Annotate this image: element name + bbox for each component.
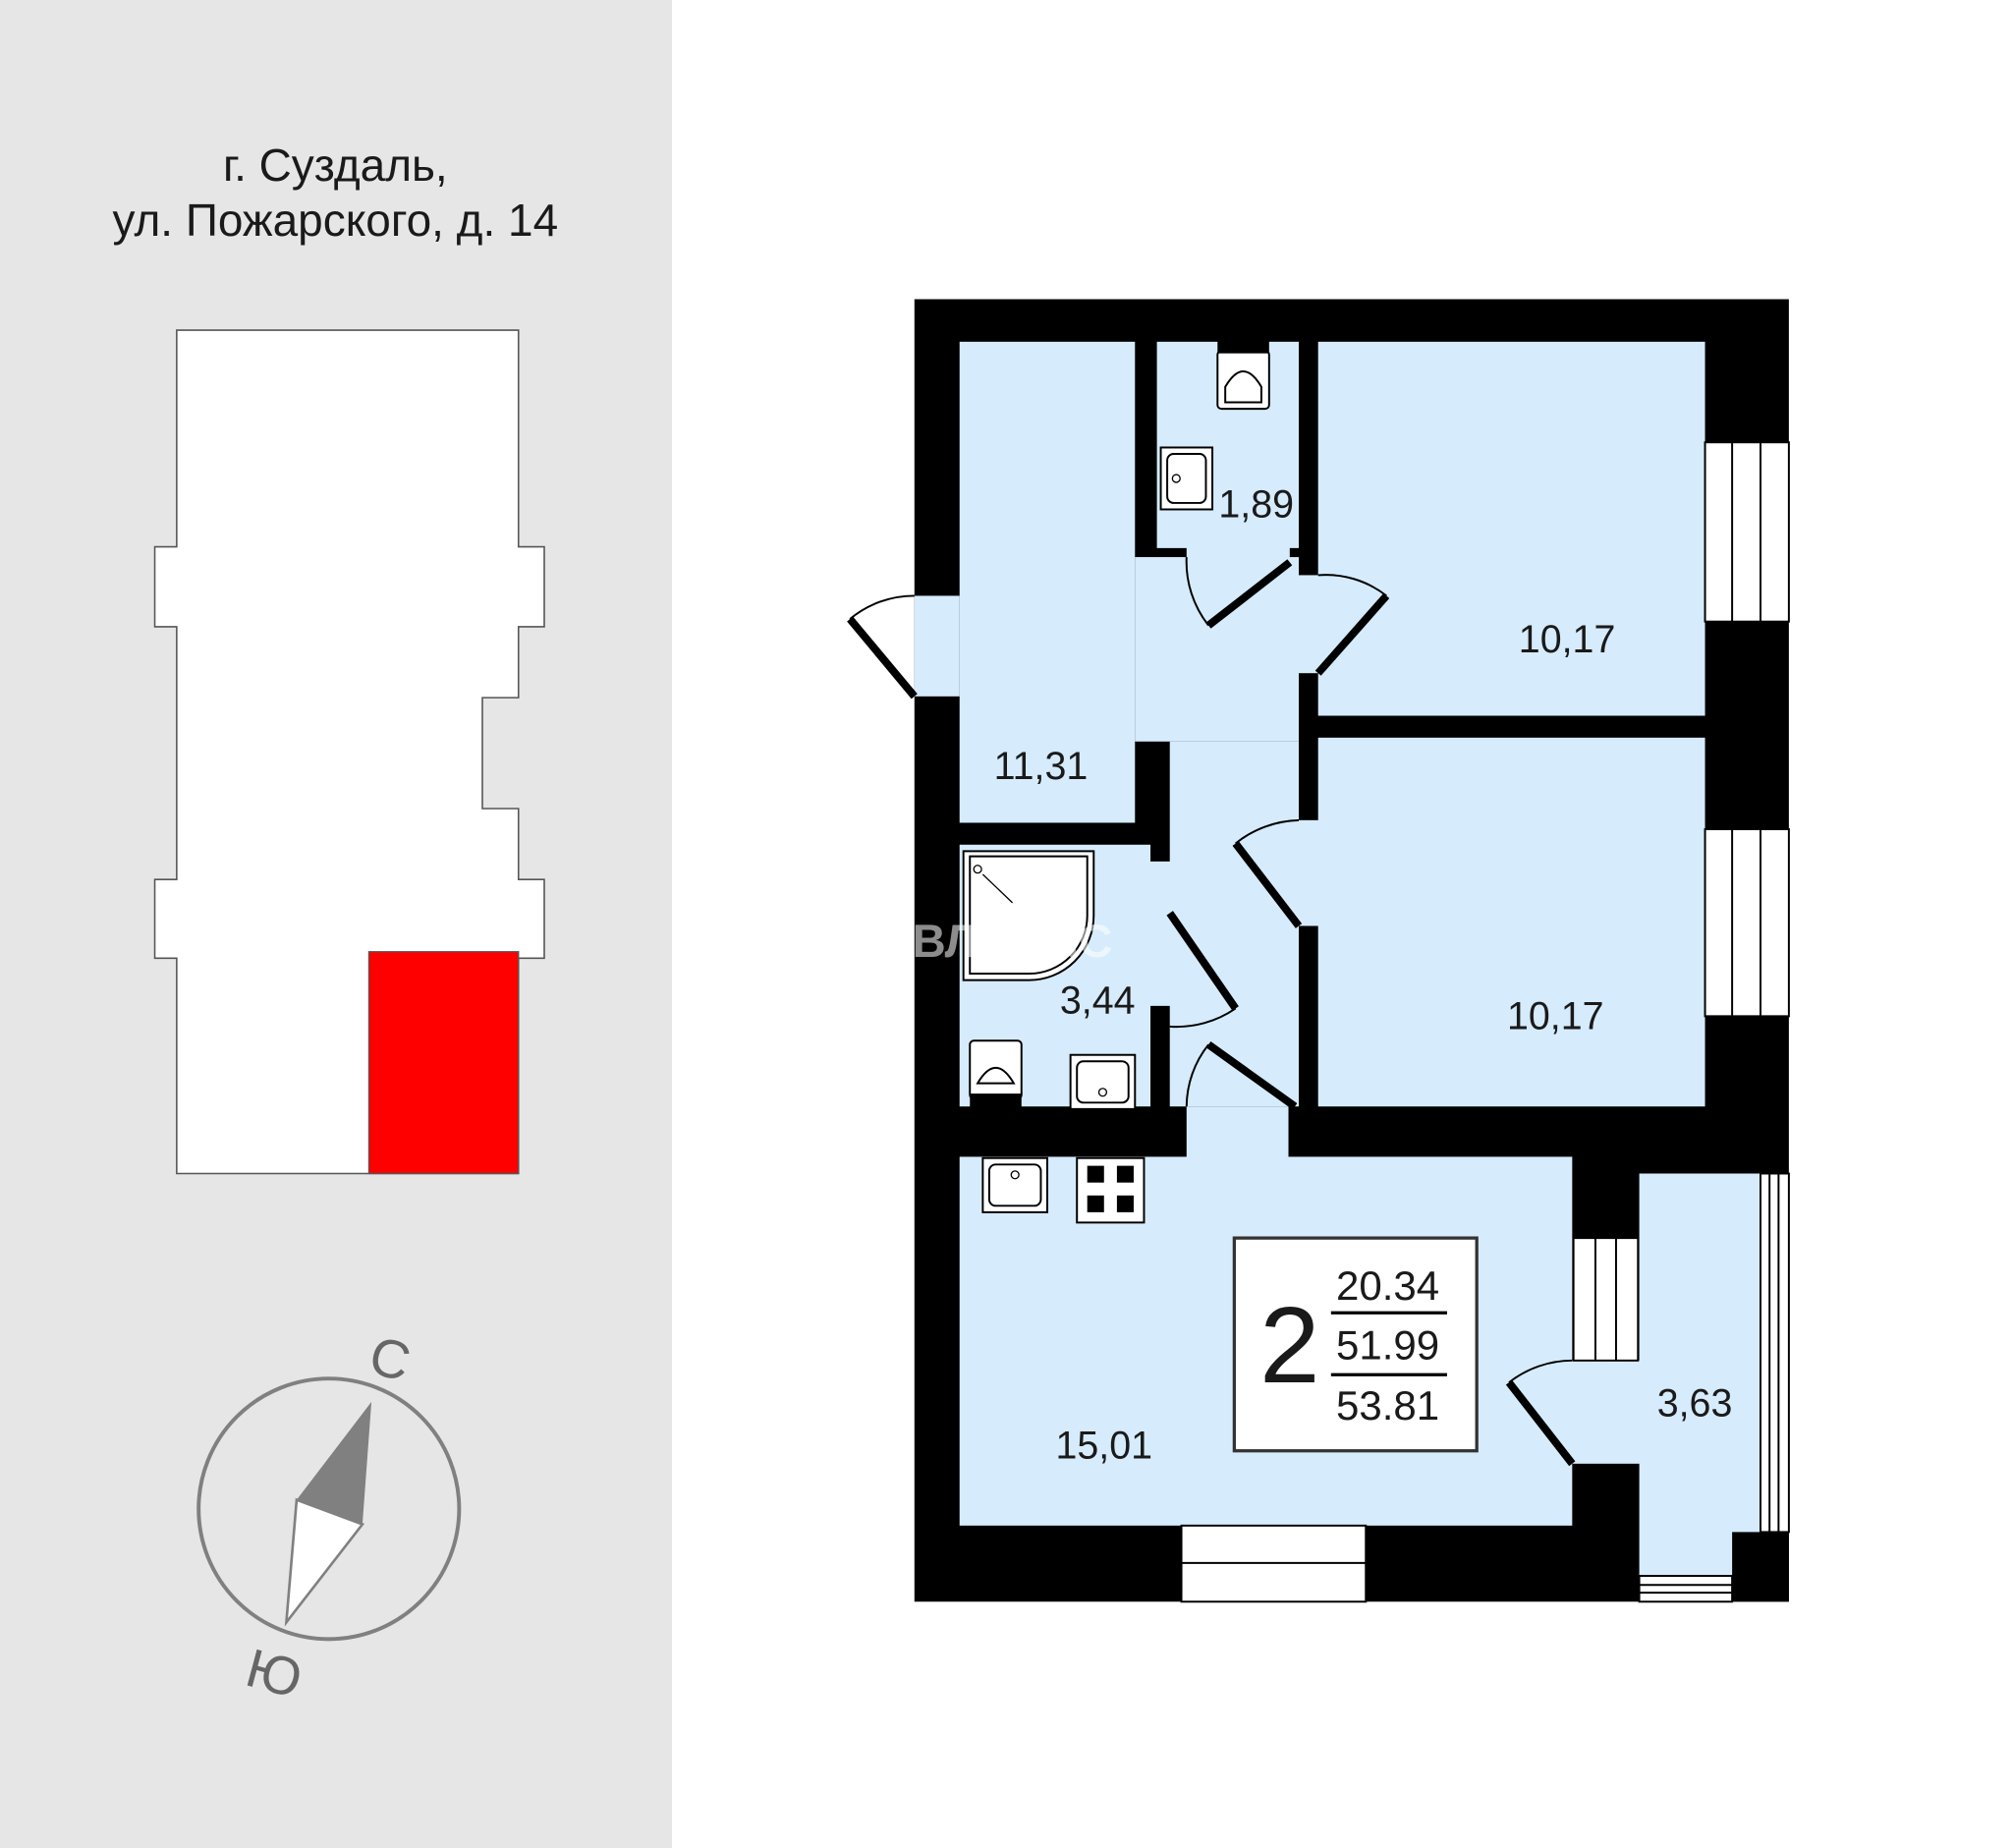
total-area-with-balcony: 53.81: [1336, 1382, 1439, 1428]
room-hallway: [914, 341, 1300, 1158]
room-area-bedroom-1: 10,17: [1519, 618, 1616, 661]
room-bedroom-1: [1297, 341, 1705, 716]
address-line-1: г. Суздаль,: [223, 140, 448, 191]
bathroom-sink-icon: [1069, 1053, 1137, 1110]
total-area: 51.99: [1336, 1322, 1439, 1369]
building-key-plan: [153, 329, 545, 1175]
room-balcony: [1571, 1173, 1760, 1577]
room-bedroom-2: [1297, 737, 1705, 1107]
kitchen-sink-icon: [981, 1156, 1048, 1213]
stove-icon: [1076, 1156, 1146, 1224]
rooms-count: 2: [1259, 1285, 1319, 1406]
toilet-door[interactable]: [1185, 557, 1293, 629]
room-area-kitchen: 15,01: [1055, 1425, 1152, 1468]
window-bedroom-1: [1704, 441, 1790, 623]
room-area-hallway: 11,31: [994, 745, 1089, 788]
room-area-balcony: 3,63: [1657, 1381, 1733, 1425]
balcony-door[interactable]: [1505, 1359, 1576, 1467]
bathroom-toilet-icon: [969, 1039, 1023, 1109]
shower-icon: [962, 850, 1095, 981]
room-area-toilet: 1,89: [1218, 482, 1294, 526]
area-summary-box: 2 20.34 51.99 53.81: [1232, 1236, 1479, 1453]
floor-plan: ВЛАДИС 1,89 10,17 11,31 3,44 10,17 15,01…: [847, 299, 1790, 1603]
window-kitchen: [1180, 1524, 1368, 1603]
address-line-2: ул. Пожарского, д. 14: [113, 195, 559, 246]
compass-ring: [196, 1376, 462, 1642]
room-area-bedroom-2: 10,17: [1507, 994, 1604, 1037]
bedroom-1-door[interactable]: [1314, 574, 1390, 676]
kitchen-door[interactable]: [1185, 1041, 1298, 1110]
balcony-glazing: [1638, 1172, 1790, 1603]
bedroom-2-door[interactable]: [1232, 818, 1303, 928]
living-area: 20.34: [1336, 1262, 1439, 1309]
toilet-sink-icon: [1159, 446, 1214, 511]
compass: С Ю: [196, 1324, 462, 1709]
compass-south-arrow-icon: [284, 1497, 365, 1627]
window-kitchen-balcony: [1572, 1237, 1640, 1362]
apartment-location-highlight: [367, 951, 520, 1175]
window-bedroom-2: [1704, 828, 1790, 1018]
compass-north-arrow-icon: [296, 1401, 372, 1525]
toilet-bowl-icon: [1216, 337, 1270, 411]
entrance-door[interactable]: [847, 594, 918, 700]
bathroom-door[interactable]: [1166, 911, 1239, 1029]
room-area-bathroom: 3,44: [1060, 980, 1136, 1023]
watermark-logo: ВЛАДИС: [913, 916, 1113, 968]
